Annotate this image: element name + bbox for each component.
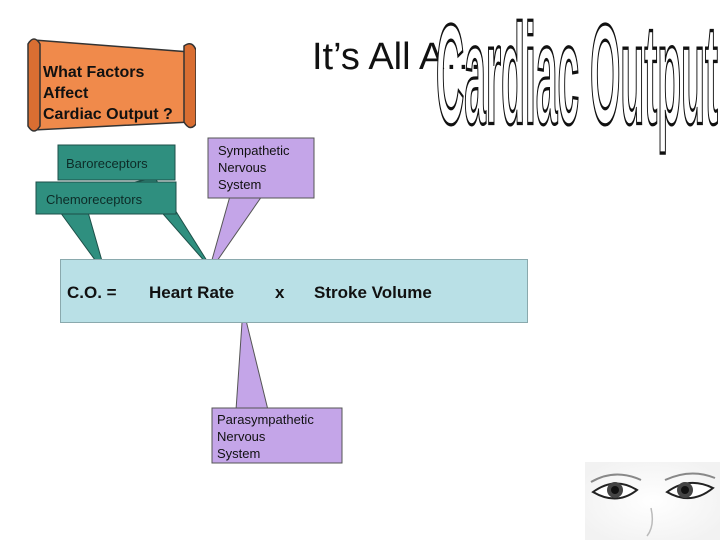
baroreceptors-label: Baroreceptors bbox=[66, 156, 148, 171]
equation-box: C.O. = Heart Rate x Stroke Volume bbox=[60, 259, 528, 323]
equation-lhs: C.O. = bbox=[67, 283, 117, 302]
wordart-text: Cardiac Output bbox=[436, 0, 718, 155]
parasympathetic-label: Parasympathetic Nervous System bbox=[217, 412, 314, 461]
eyes-image bbox=[585, 462, 720, 540]
sympathetic-label: Sympathetic Nervous System bbox=[218, 143, 290, 192]
chemoreceptors-label: Chemoreceptors bbox=[46, 192, 143, 207]
slide-title: It’s All A… bbox=[312, 36, 483, 78]
equation-heart-rate: Heart Rate bbox=[149, 283, 235, 302]
cardiac-output-wordart: Cardiac Output bbox=[434, 0, 719, 156]
equation-times: x bbox=[275, 283, 285, 302]
sympathetic-callout bbox=[207, 137, 315, 275]
scroll-banner-text: What Factors Affect Cardiac Output ? bbox=[43, 64, 173, 123]
equation-stroke-volume: Stroke Volume bbox=[314, 283, 432, 302]
factors-scroll-banner bbox=[27, 38, 196, 132]
parasympathetic-callout bbox=[211, 307, 343, 464]
